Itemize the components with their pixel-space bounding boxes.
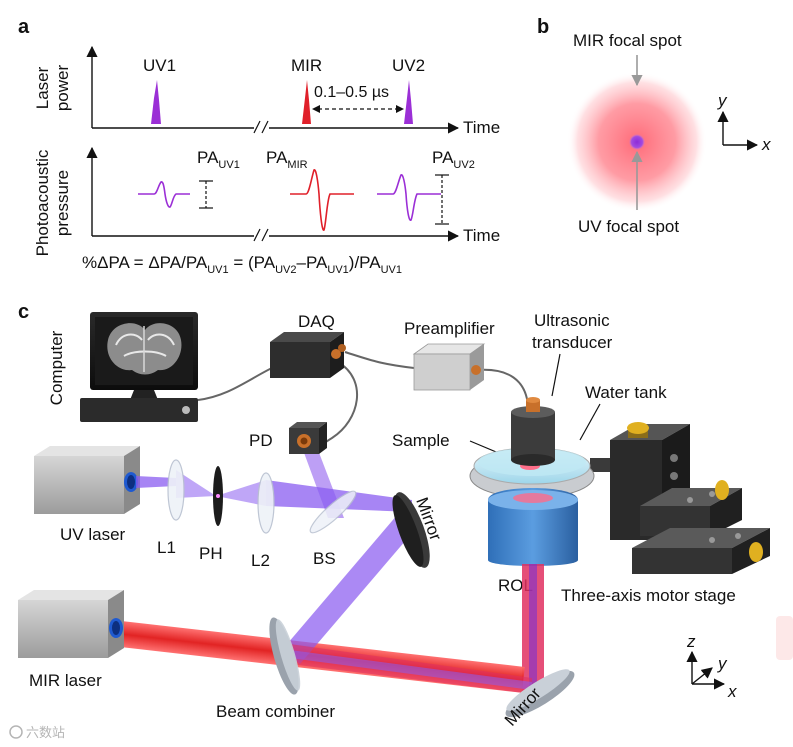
panel-b-y-label: y bbox=[717, 91, 728, 110]
water-tank bbox=[469, 447, 595, 499]
lens-l2 bbox=[257, 472, 275, 534]
computer-daq-cable bbox=[197, 365, 277, 401]
panel-b-x-label: x bbox=[761, 135, 771, 154]
reflective-objective-lens bbox=[488, 488, 578, 566]
uv1-pulse bbox=[151, 80, 161, 124]
monitor-stand bbox=[130, 390, 158, 400]
micrometer-knob-icon bbox=[749, 542, 763, 562]
uv-focal-spot bbox=[629, 134, 645, 150]
panel-c-x-label: x bbox=[727, 682, 737, 701]
pa-mir-waveform bbox=[290, 169, 354, 231]
pa-uv1-waveform bbox=[138, 181, 190, 208]
brain-image-icon bbox=[107, 323, 182, 375]
preamp-transducer-cable bbox=[477, 368, 529, 407]
lens-l1 bbox=[167, 459, 185, 521]
micrometer-knob-icon bbox=[627, 422, 649, 438]
l1-label: L1 bbox=[157, 538, 176, 557]
uv2-pulse-label: UV2 bbox=[392, 56, 425, 75]
preamplifier-label: Preamplifier bbox=[404, 319, 495, 338]
uv-laser-label: UV laser bbox=[60, 525, 126, 544]
photodiode bbox=[289, 422, 327, 454]
daq-label: DAQ bbox=[298, 312, 335, 331]
pa-uv2-waveform bbox=[377, 174, 441, 221]
beam-combiner bbox=[269, 617, 301, 695]
computer bbox=[80, 312, 198, 422]
uv-beam-segment-2 bbox=[266, 480, 412, 512]
computer-label: Computer bbox=[47, 330, 66, 405]
preamplifier-box bbox=[412, 343, 486, 391]
pa-mir-label: PAMIR bbox=[266, 148, 308, 171]
mir-pulse-label: MIR bbox=[291, 56, 322, 75]
time-label-bottom: Time bbox=[463, 226, 500, 245]
panel-c-y-label: y bbox=[717, 654, 728, 673]
uv-beam-diagonal bbox=[282, 514, 418, 664]
mir-focal-spot-label: MIR focal spot bbox=[573, 31, 682, 50]
panel-c-letter: c bbox=[18, 301, 29, 323]
bs-label: BS bbox=[313, 549, 336, 568]
uv-focal-spot-label: UV focal spot bbox=[578, 217, 679, 236]
daq-preamp-cable bbox=[344, 351, 415, 369]
motor-stage-label: Three-axis motor stage bbox=[561, 586, 736, 605]
axis-break-mark-top bbox=[253, 120, 261, 134]
pa-pressure-label-line2: pressure bbox=[53, 170, 72, 236]
uv1-pulse-label: UV1 bbox=[143, 56, 176, 75]
uv-laser bbox=[34, 446, 140, 514]
mir-laser-label: MIR laser bbox=[29, 671, 102, 690]
watermark-logo-icon bbox=[9, 725, 23, 739]
transducer-label-line1: Ultrasonic bbox=[534, 311, 610, 330]
mir-laser bbox=[18, 590, 124, 658]
transducer-label-line2: transducer bbox=[532, 333, 613, 352]
sample-label: Sample bbox=[392, 431, 450, 450]
beam-splitter bbox=[309, 490, 357, 534]
pd-label: PD bbox=[249, 431, 273, 450]
laser-power-label-line2: power bbox=[53, 65, 72, 112]
pa-formula: %ΔPA = ΔPA/PAUV1 = (PAUV2–PAUV1)/PAUV1 bbox=[82, 253, 402, 276]
delay-label: 0.1–0.5 µs bbox=[314, 84, 389, 101]
time-label-top: Time bbox=[463, 118, 500, 137]
watermark-text: 六数站 bbox=[26, 725, 65, 740]
pa-uv2-label: PAUV2 bbox=[432, 148, 475, 171]
daq-box bbox=[270, 332, 346, 378]
ultrasonic-transducer bbox=[511, 397, 555, 466]
uv2-pulse bbox=[404, 80, 413, 124]
l2-label: L2 bbox=[251, 551, 270, 570]
watermark: 六数站 bbox=[9, 725, 65, 740]
panel-b: b MIR focal spot UV focal spot y x bbox=[537, 16, 771, 236]
pa-pressure-label-line1: Photoacoustic bbox=[33, 149, 52, 256]
panel-b-letter: b bbox=[537, 16, 549, 38]
laser-power-label-line1: Laser bbox=[33, 66, 52, 109]
computer-base bbox=[80, 398, 198, 422]
three-axis-motor-stage bbox=[590, 422, 770, 574]
panel-c: c Computer DAQ bbox=[18, 301, 770, 730]
beam-combiner-label: Beam combiner bbox=[216, 702, 335, 721]
panel-c-y-axis bbox=[691, 667, 713, 685]
uv-beam-segment-1 bbox=[136, 476, 176, 488]
water-tank-label: Water tank bbox=[585, 383, 667, 402]
edge-badge[interactable] bbox=[776, 616, 793, 660]
mir-pulse bbox=[302, 80, 311, 124]
micrometer-knob-icon bbox=[715, 480, 729, 500]
panel-a: a Laser power Time UV1 MIR UV2 0.1–0.5 µ… bbox=[18, 16, 500, 276]
ph-label: PH bbox=[199, 544, 223, 563]
panel-a-letter: a bbox=[18, 16, 30, 38]
panel-c-z-label: z bbox=[686, 632, 696, 651]
mirror-top bbox=[392, 492, 430, 568]
mirror-bottom bbox=[505, 669, 575, 718]
axis-break-mark-bottom bbox=[253, 228, 261, 242]
pa-uv1-label: PAUV1 bbox=[197, 148, 240, 171]
